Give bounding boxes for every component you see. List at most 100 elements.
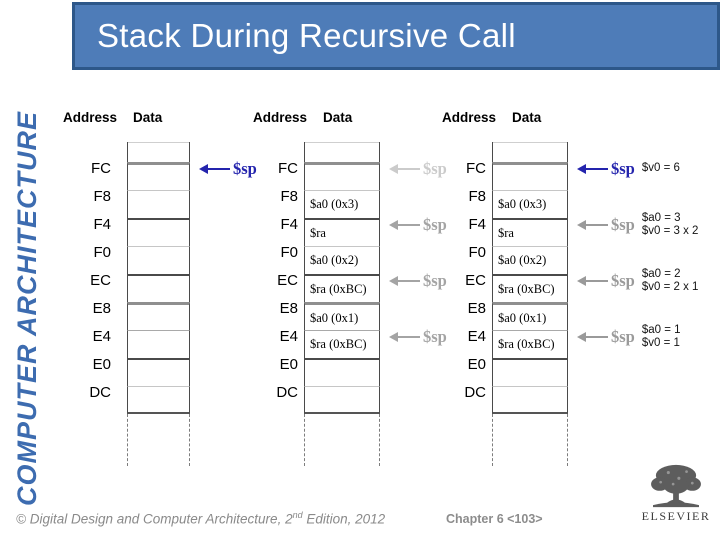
memory-cell bbox=[492, 386, 568, 414]
sp-register-label: $sp bbox=[611, 215, 635, 234]
memory-cell bbox=[127, 190, 190, 218]
memory-cell: $a0 (0x2) bbox=[492, 246, 568, 274]
address-label: FC bbox=[278, 160, 298, 177]
address-label: FC bbox=[91, 160, 111, 177]
table-open-top bbox=[127, 142, 190, 162]
stack-column-headers: Address Data bbox=[253, 110, 413, 128]
sp-pointer-fc: $sp bbox=[199, 155, 257, 183]
sp-pointer-e4: $sp$a0 = 1$v0 = 1 bbox=[577, 323, 681, 351]
memory-cell bbox=[304, 386, 380, 414]
address-label: EC bbox=[90, 272, 111, 289]
table-open-top-line bbox=[493, 142, 567, 143]
memory-cell: $a0 (0x3) bbox=[492, 190, 568, 218]
sp-pointer-fc: $sp bbox=[389, 155, 447, 183]
memory-cell bbox=[127, 302, 190, 330]
address-label: E0 bbox=[92, 356, 111, 373]
column-header-address: Address bbox=[63, 110, 118, 125]
memory-cell bbox=[304, 358, 380, 386]
address-label: F8 bbox=[468, 188, 486, 205]
pointer-annotation: $a0 = 2$v0 = 2 x 1 bbox=[642, 268, 699, 295]
column-header-data: Data bbox=[133, 110, 163, 125]
address-label: F4 bbox=[93, 216, 111, 233]
address-label: E4 bbox=[279, 328, 298, 345]
pointer-annotation: $a0 = 3$v0 = 3 x 2 bbox=[642, 212, 699, 239]
column-header-address: Address bbox=[253, 110, 308, 125]
memory-cell: $a0 (0x3) bbox=[304, 190, 380, 218]
memory-table bbox=[127, 135, 190, 466]
column-header-data: Data bbox=[323, 110, 353, 125]
publisher-name: ELSEVIER bbox=[641, 509, 711, 523]
annotation-line: $v0 = 6 bbox=[641, 162, 680, 175]
address-label: DC bbox=[276, 384, 298, 401]
memory-cell bbox=[127, 246, 190, 274]
chapter-page-label: Chapter 6 <103> bbox=[446, 512, 543, 526]
memory-cell bbox=[127, 358, 190, 386]
annotation-line: $v0 = 1 bbox=[641, 337, 680, 349]
sp-register-label: $sp bbox=[611, 271, 635, 290]
table-open-top-line bbox=[305, 142, 379, 143]
sp-register-label: $sp bbox=[423, 327, 447, 346]
address-label: F0 bbox=[468, 244, 486, 261]
arrow-left-icon bbox=[577, 164, 608, 174]
memory-table: $a0 (0x3)$ra$a0 (0x2) $ra (0xBC)$a0 (0x1)… bbox=[492, 135, 568, 466]
address-label: E4 bbox=[467, 328, 486, 345]
address-label: DC bbox=[464, 384, 486, 401]
arrow-left-icon bbox=[577, 220, 608, 230]
address-label: E0 bbox=[467, 356, 486, 373]
sp-register-label: $sp bbox=[423, 215, 447, 234]
annotation-line: $a0 = 2 bbox=[641, 267, 681, 280]
annotation-line: $v0 = 3 x 2 bbox=[641, 225, 699, 237]
memory-table: $a0 (0x3)$ra$a0 (0x2)$ra (0xBC)$a0 (0x1)… bbox=[304, 135, 380, 466]
memory-cell bbox=[127, 218, 190, 246]
sp-pointer-e4: $sp bbox=[389, 323, 447, 351]
memory-cell bbox=[492, 358, 568, 386]
copyright-superscript: nd bbox=[292, 510, 303, 520]
sp-register-label: $sp bbox=[423, 159, 447, 178]
arrow-left-icon bbox=[389, 164, 420, 174]
memory-cell bbox=[492, 162, 568, 190]
memory-cell bbox=[127, 162, 190, 190]
memory-cell: $a0 (0x1) bbox=[492, 302, 568, 330]
memory-cell: $a0 (0x2) bbox=[304, 246, 380, 274]
arrow-left-icon bbox=[577, 332, 608, 342]
arrow-left-icon bbox=[389, 276, 420, 286]
address-label: F0 bbox=[280, 244, 298, 261]
table-open-top-line bbox=[128, 142, 189, 143]
address-label: EC bbox=[465, 272, 486, 289]
sp-pointer-fc: $sp$v0 = 6 bbox=[577, 155, 680, 183]
address-label: E8 bbox=[467, 300, 486, 317]
sp-pointer-f4: $sp $a0 = 3$v0 = 3 x 2 bbox=[577, 211, 698, 239]
memory-cell: $ra bbox=[492, 218, 568, 246]
memory-cell: $ra (0xBC) bbox=[492, 330, 568, 358]
address-label: F4 bbox=[468, 216, 486, 233]
address-label: EC bbox=[277, 272, 298, 289]
sp-register-label: $sp bbox=[423, 271, 447, 290]
memory-cell bbox=[127, 274, 190, 302]
address-label: E4 bbox=[92, 328, 111, 345]
sp-pointer-ec: $sp $a0 = 2$v0 = 2 x 1 bbox=[577, 267, 698, 295]
arrow-left-icon bbox=[389, 220, 420, 230]
stack-continuation-dashes bbox=[492, 414, 568, 466]
stack-continuation-dashes bbox=[127, 414, 190, 466]
sp-pointer-ec: $sp bbox=[389, 267, 447, 295]
page-title: Stack During Recursive Call bbox=[97, 17, 516, 54]
arrow-left-icon bbox=[389, 332, 420, 342]
sp-register-label: $sp bbox=[233, 159, 257, 178]
publisher-logo: ELSEVIER bbox=[634, 463, 718, 524]
pointer-annotation: $v0 = 6 bbox=[642, 162, 680, 176]
arrow-left-icon bbox=[199, 164, 230, 174]
memory-cell: $ra (0xBC) bbox=[304, 274, 380, 302]
copyright-text: © Digital Design and Computer Architectu… bbox=[16, 510, 385, 527]
memory-cell bbox=[304, 162, 380, 190]
